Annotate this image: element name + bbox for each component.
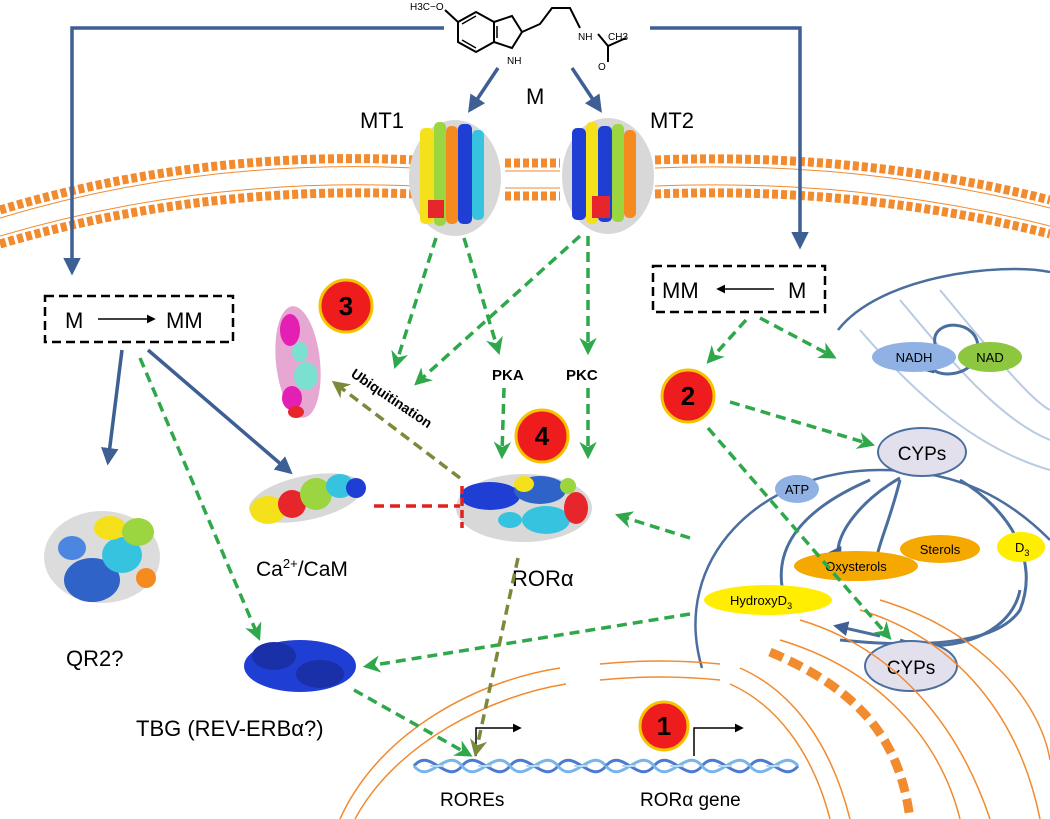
marker-1: 1 xyxy=(638,700,690,752)
rores-dna: ROREs xyxy=(412,723,608,811)
cam-protein: Ca2+/CaM xyxy=(249,473,366,581)
melatonin-label: M xyxy=(526,84,544,109)
cyps-top-oval xyxy=(877,427,967,477)
green-dashed-arrows xyxy=(138,234,892,757)
right-box-from: M xyxy=(788,278,806,303)
sterols-oval xyxy=(900,535,980,563)
membrane-right xyxy=(654,154,1050,239)
nadh-oval xyxy=(872,342,956,372)
right-box-to: MM xyxy=(662,278,699,303)
hydroxyd3-oval xyxy=(704,585,832,615)
arrow-to-mt1 xyxy=(468,67,500,113)
arrow-to-mt2 xyxy=(570,67,602,113)
ror-gene-label: RORα gene xyxy=(640,790,741,811)
nad-label: NAD xyxy=(976,350,1003,365)
ror-gene-dna: RORα gene xyxy=(604,723,800,811)
atp-oval xyxy=(775,475,819,503)
melatonin-molecule: H3C−O NH NH CH3 O M xyxy=(410,2,628,109)
nh-label: NH xyxy=(507,56,521,67)
d3-oval xyxy=(997,532,1045,562)
cyps-bottom-label: CYPs xyxy=(887,658,936,679)
amide-nh-label: NH xyxy=(578,32,592,43)
sterols-label: Sterols xyxy=(920,542,961,557)
marker-4: 4 xyxy=(514,408,570,464)
right-conversion-box: MM M xyxy=(651,264,827,314)
mt2-receptor: MT2 xyxy=(562,108,694,234)
olive-dashed-arrows xyxy=(331,380,520,758)
qr2-protein: QR2? xyxy=(44,511,160,671)
arrow-to-qr2 xyxy=(101,349,124,466)
nad-oval xyxy=(958,342,1022,372)
cam-label: Ca2+/CaM xyxy=(256,556,348,581)
membrane-middle xyxy=(505,158,560,201)
svg-text:4: 4 xyxy=(535,421,550,451)
atp-label: ATP xyxy=(785,482,809,497)
marker-2: 2 xyxy=(660,368,716,424)
d3-label: D3 xyxy=(1015,540,1029,558)
ror-label: RORα xyxy=(512,566,574,591)
carbonyl-o-label: O xyxy=(598,62,606,73)
nadh-label: NADH xyxy=(896,350,933,365)
oxysterols-label: Oxysterols xyxy=(825,559,887,574)
mt1-label: MT1 xyxy=(360,108,404,133)
ch3-label: CH3 xyxy=(608,32,628,43)
left-conversion-box: M MM xyxy=(43,294,235,344)
hydroxyd3-label: HydroxyD3 xyxy=(730,593,792,611)
oxysterols-oval xyxy=(794,551,918,581)
arrow-to-cam xyxy=(146,348,293,475)
left-box-from: M xyxy=(65,308,83,333)
tbg-label: TBG (REV-ERBα?) xyxy=(136,716,324,741)
mt2-label: MT2 xyxy=(650,108,694,133)
pkc-label: PKC xyxy=(566,367,598,384)
ror-protein: RORα xyxy=(456,474,592,591)
membrane-left xyxy=(0,154,416,249)
cell-membrane xyxy=(0,154,1050,249)
svg-text:1: 1 xyxy=(657,711,671,741)
endoplasmic-reticulum xyxy=(768,599,1050,819)
svg-text:2: 2 xyxy=(681,381,695,411)
nucleus-envelope xyxy=(339,660,851,819)
arrow-to-left-box xyxy=(63,26,444,276)
mitochondrion: NADH NAD CYPs ATP Oxysterols Sterols D3 … xyxy=(694,267,1050,692)
ubiquitination-label: Ubiquitination xyxy=(348,365,435,431)
rores-label: ROREs xyxy=(440,790,504,811)
marker-3: 3 xyxy=(318,278,374,334)
pka-label: PKA xyxy=(492,367,524,384)
ubiquitin-protein xyxy=(275,306,321,418)
tbg-protein: TBG (REV-ERBα?) xyxy=(136,640,356,741)
mt1-receptor: MT1 xyxy=(360,108,501,236)
svg-text:3: 3 xyxy=(339,291,353,321)
methoxy-label: H3C−O xyxy=(410,2,444,13)
cyps-bottom-oval xyxy=(864,640,958,692)
inhibition-line xyxy=(374,486,464,528)
blue-signal-arrows xyxy=(63,26,809,475)
arrow-to-right-box xyxy=(650,26,809,250)
left-box-to: MM xyxy=(166,308,203,333)
cyps-top-label: CYPs xyxy=(898,444,947,465)
qr2-label: QR2? xyxy=(66,646,123,671)
